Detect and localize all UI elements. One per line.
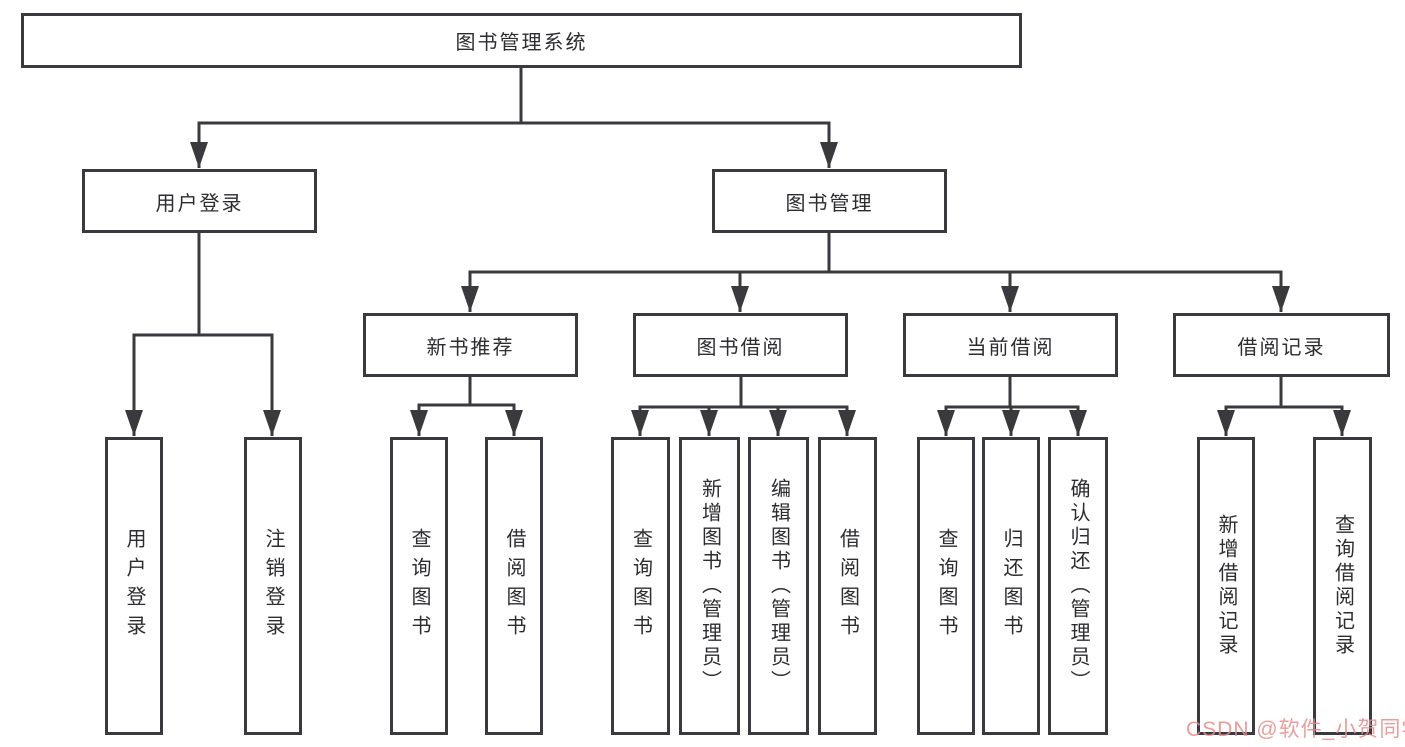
leaf-add-borrow-record: 新增借阅记录	[1197, 437, 1255, 735]
node-borrow-records: 借阅记录	[1173, 313, 1390, 377]
leaf-query-book-1-label: 查询图书	[408, 528, 430, 644]
node-book-borrow-label: 图书借阅	[696, 336, 785, 359]
node-book-borrow: 图书借阅	[633, 313, 848, 377]
leaf-add-borrow-record-label: 新增借阅记录	[1215, 514, 1237, 658]
leaf-borrow-book-2-label: 借阅图书	[836, 528, 859, 644]
node-root-label: 图书管理系统	[455, 32, 588, 54]
leaf-borrow-book-1: 借阅图书	[485, 437, 543, 735]
leaf-query-book-3-label: 查询图书	[935, 528, 957, 644]
leaf-add-book-admin-label: 新增图书（管理员）	[698, 478, 721, 694]
node-root: 图书管理系统	[21, 13, 1022, 68]
node-user-login: 用户登录	[82, 169, 317, 233]
watermark: CSDN @软件_小贺同学	[1186, 718, 1405, 741]
leaf-logout-label: 注销登录	[262, 528, 284, 644]
leaf-edit-book-admin-label: 编辑图书（管理员）	[767, 478, 790, 694]
leaf-query-book-1: 查询图书	[390, 437, 448, 735]
node-book-mgmt-label: 图书管理	[785, 192, 874, 215]
leaf-logout: 注销登录	[244, 437, 302, 735]
node-new-book-recommend-label: 新书推荐	[426, 336, 515, 359]
leaf-borrow-book-1-label: 借阅图书	[503, 528, 525, 644]
node-borrow-records-label: 借阅记录	[1237, 336, 1326, 359]
leaf-confirm-return-admin: 确认归还（管理员）	[1048, 437, 1108, 735]
leaf-query-book-3: 查询图书	[917, 437, 975, 735]
leaf-return-book: 归还图书	[982, 437, 1040, 735]
leaf-borrow-book-2: 借阅图书	[818, 437, 877, 735]
leaf-edit-book-admin: 编辑图书（管理员）	[748, 437, 809, 735]
node-user-login-label: 用户登录	[155, 192, 244, 215]
leaf-user-login: 用户登录	[105, 437, 163, 735]
leaf-user-login-label: 用户登录	[123, 528, 145, 644]
node-book-mgmt: 图书管理	[712, 169, 947, 233]
leaf-query-borrow-record-label: 查询借阅记录	[1331, 514, 1354, 658]
leaf-query-borrow-record: 查询借阅记录	[1313, 437, 1372, 735]
leaf-add-book-admin: 新增图书（管理员）	[679, 437, 740, 735]
leaf-query-book-2-label: 查询图书	[629, 528, 652, 644]
node-current-borrow: 当前借阅	[903, 313, 1118, 377]
leaf-return-book-label: 归还图书	[1000, 528, 1022, 644]
node-new-book-recommend: 新书推荐	[363, 313, 578, 377]
leaf-query-book-2: 查询图书	[611, 437, 670, 735]
node-current-borrow-label: 当前借阅	[966, 336, 1055, 359]
leaf-confirm-return-admin-label: 确认归还（管理员）	[1067, 478, 1089, 694]
